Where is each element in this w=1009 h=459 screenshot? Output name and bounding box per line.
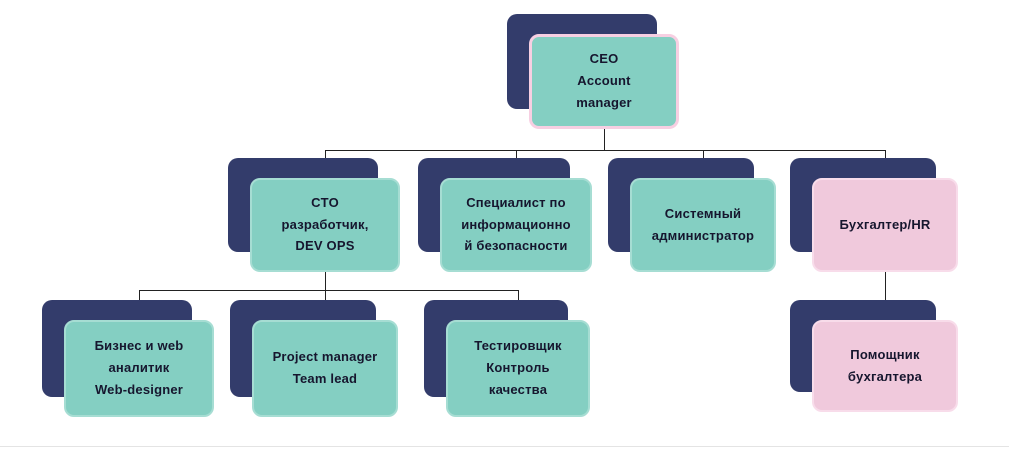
node-label-line: Бухгалтер/HR [839,216,931,232]
node-label-line: аналитик [108,360,170,376]
node-label-line: Помощник [850,346,920,362]
node-card-security: Специалист по информационно й безопасности [440,178,592,272]
node-card-sysadmin: Системный администратор [630,178,776,272]
connector-level2-horizontal [325,150,885,151]
node-label-line: администратор [651,227,755,243]
node-label-line: качества [488,381,548,397]
node-label-line: Специалист по [466,194,566,210]
connector-level3-horizontal [139,290,518,291]
node-card-assistant: Помощник бухгалтера [812,320,958,412]
node-label-line: бухгалтера [847,368,923,384]
node-label-line: Project manager [272,349,378,365]
node-label-line: Контроль [486,360,550,376]
node-label-line: информационно [461,216,571,232]
node-label-line: CEO [589,51,619,67]
connector-ceo-down [604,129,605,150]
node-label-line: Account [577,73,631,89]
node-card-cto: CTO разработчик, DEV OPS [250,178,400,272]
node-label-line: CTO [311,194,339,210]
node-label-line: DEV OPS [295,238,355,254]
node-label-line: Системный [664,205,742,221]
node-label-line: Team lead [292,371,358,386]
node-label-line: разработчик, [281,216,369,232]
node-label-line: Бизнес и web [94,338,184,354]
connector-accountant-assistant [885,272,886,320]
node-label-line: й безопасности [464,238,568,254]
node-card-accountant: Бухгалтер/HR [812,178,958,272]
node-label-line: manager [576,94,632,110]
node-label-line: Тестировщик [474,338,562,354]
bottom-divider [0,446,1009,447]
node-label-line: Web-designer [94,381,184,397]
connector-cto-down [325,272,326,290]
node-card-ceo: CEO Account manager [529,34,679,129]
